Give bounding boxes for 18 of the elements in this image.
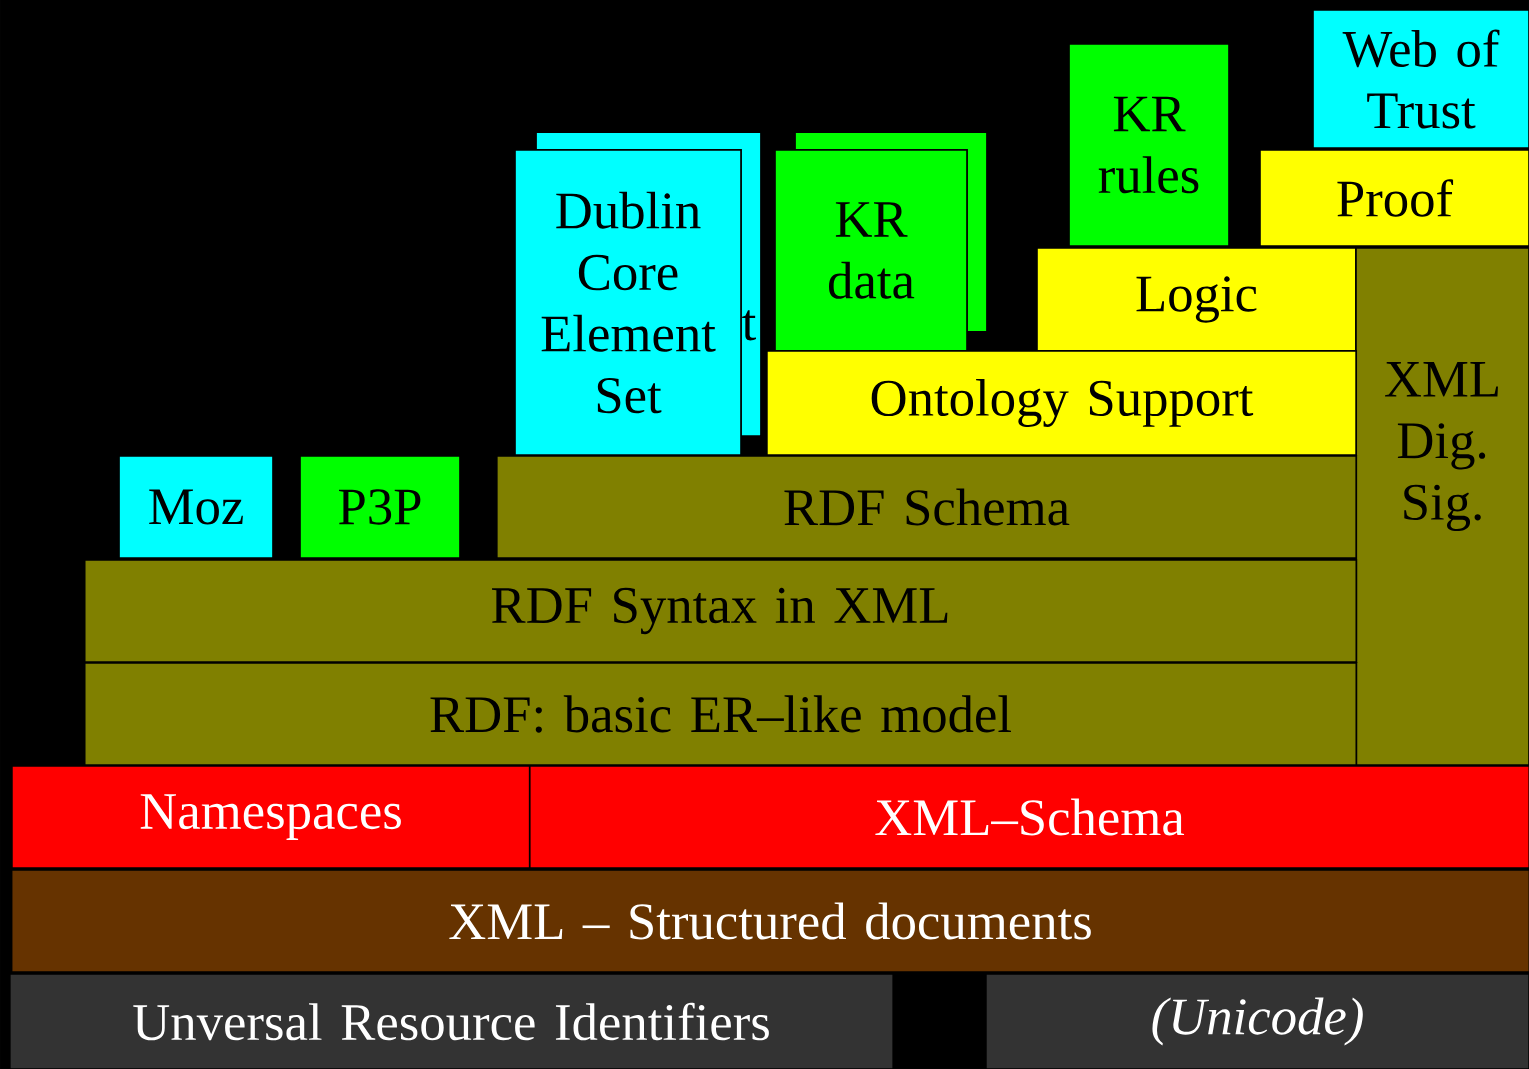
layer-box: Web of Trust	[1312, 9, 1529, 149]
layer-box: Unversal Resource Identifiers	[8, 973, 895, 1069]
layer-box: KR rules	[1068, 43, 1230, 247]
layer-box: Namespaces	[10, 765, 532, 869]
layer-box: Moz	[118, 455, 274, 559]
stacked-cards: t Dublin Core Element Set	[514, 131, 762, 456]
layer-box: RDF Schema	[495, 455, 1358, 559]
layer-box: Logic	[1036, 247, 1357, 352]
node-label: t	[742, 310, 756, 341]
layer-box: RDF Syntax in XML	[83, 559, 1358, 663]
layer-box: Proof	[1259, 149, 1529, 247]
layer-box: XML–Schema	[528, 765, 1529, 869]
layer-box: (Unicode)	[984, 973, 1529, 1069]
layer-box: XML – Structured documents	[10, 869, 1529, 973]
layer-box: RDF: basic ER–like model	[83, 662, 1358, 766]
layer-box: XML Dig. Sig.	[1355, 246, 1529, 767]
layer-box: Ontology Support	[765, 350, 1358, 456]
layer-box: P3P	[299, 455, 461, 559]
